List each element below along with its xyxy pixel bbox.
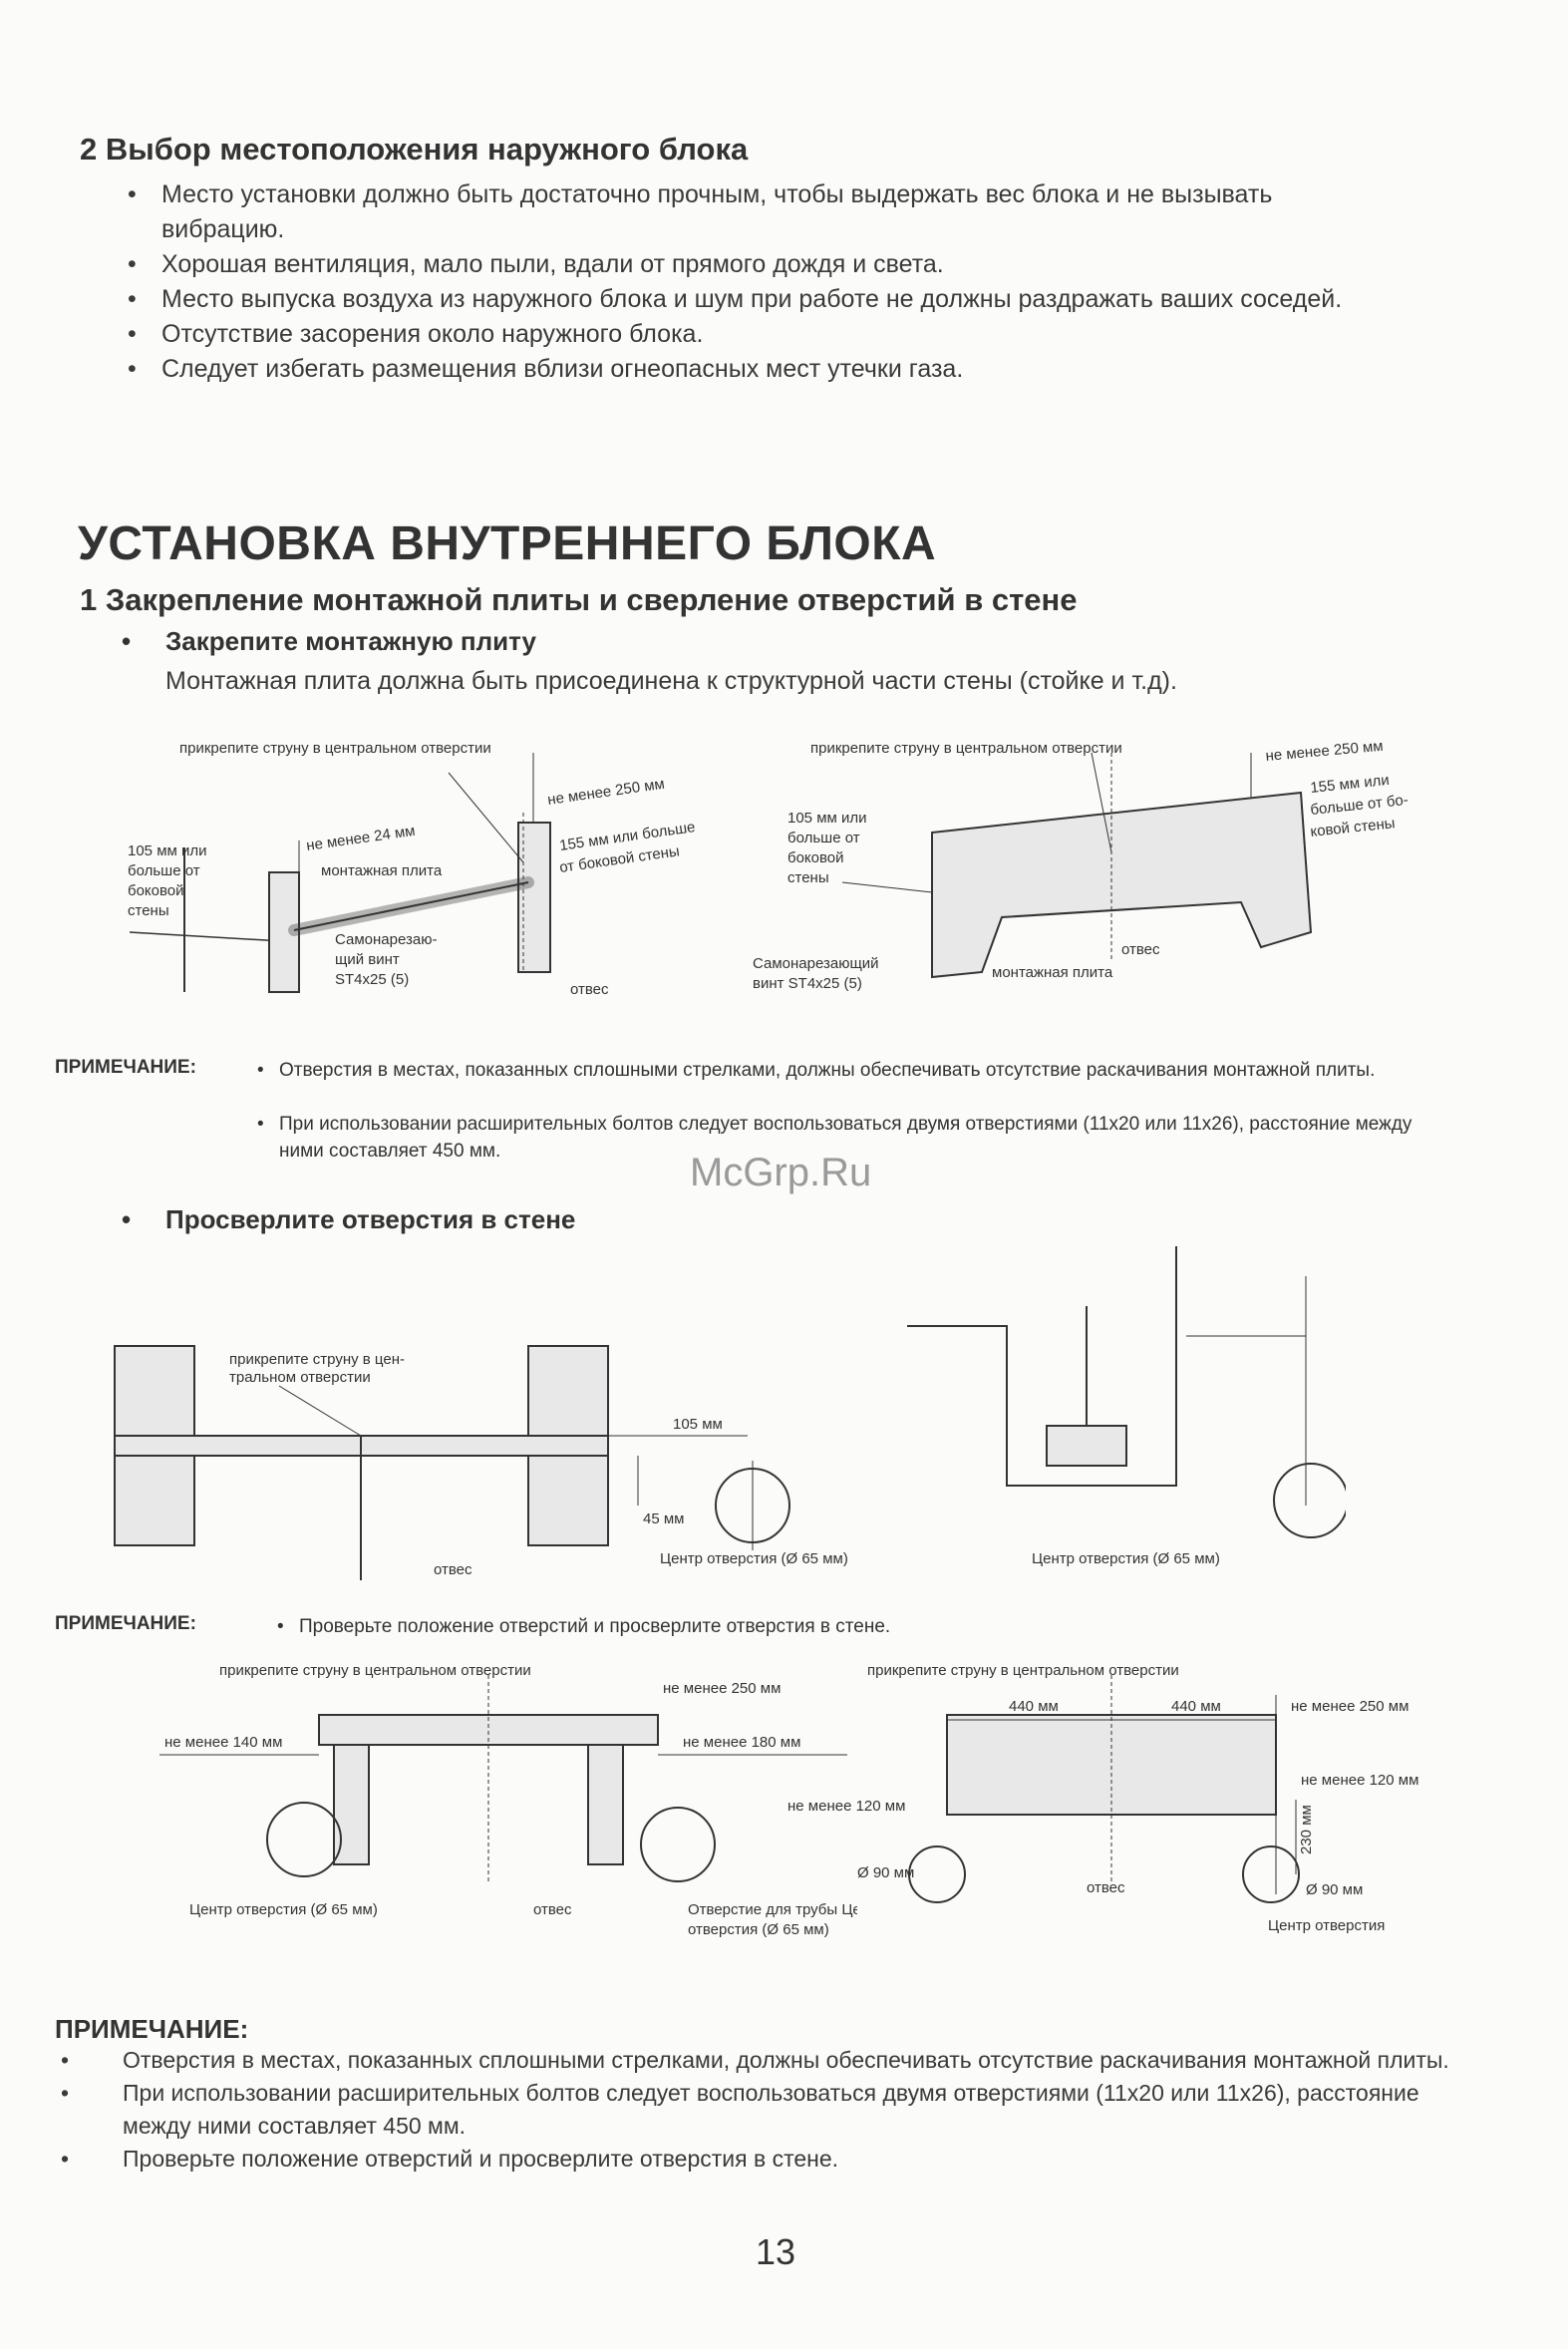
label-screw2: винт ST4x25 (5) — [753, 975, 862, 992]
note3-bullets: Отверстия в местах, показанных сплошными… — [55, 2044, 1470, 2176]
label-left1: 105 мм или — [128, 842, 207, 859]
label-440a: 440 мм — [1009, 1698, 1059, 1715]
label-plate: монтажная плита — [321, 862, 443, 879]
subheading-text: Просверлите отверстия в стене — [165, 1204, 576, 1234]
hole-circle-left — [266, 1802, 342, 1877]
list-item: Место установки должно быть достаточно п… — [122, 177, 1368, 247]
note-item-1: •Отверстия в местах, показанных сплошным… — [257, 1057, 1433, 1084]
list-item: При использовании расширительных болтов … — [55, 2077, 1438, 2143]
page-title: УСТАНОВКА ВНУТРЕННЕГО БЛОКА — [78, 517, 937, 570]
note-text: Отверстия в местах, показанных сплошными… — [279, 1060, 1376, 1081]
figure-plate-large: прикрепите струну в центральном отверсти… — [753, 738, 1410, 992]
label-right3: ковой стены — [1310, 815, 1397, 840]
label-top: не менее 250 мм — [546, 776, 666, 809]
label-center: Центр отверстия (Ø 65 мм) — [1032, 1550, 1220, 1567]
plate-front — [946, 1714, 1277, 1816]
label-plate: монтажная плита — [992, 964, 1113, 981]
note-heading: ПРИМЕЧАНИЕ: — [55, 2014, 249, 2044]
label-center: Центр отверстия (Ø 65 мм) — [660, 1550, 848, 1567]
label-230: 230 мм — [1298, 1805, 1315, 1854]
section-heading-plate: 1 Закрепление монтажной плиты и сверлени… — [80, 582, 1078, 617]
figure-drill-plate: прикрепите струну в цен- тральном отверс… — [114, 1345, 848, 1580]
label-screw3: ST4x25 (5) — [335, 971, 409, 988]
plate-left-leg — [333, 1744, 370, 1865]
outdoor-bullets: Место установки должно быть достаточно п… — [122, 177, 1417, 387]
label-string2: тральном отверстии — [229, 1369, 371, 1386]
hole-circle-right — [640, 1807, 716, 1882]
label-plumb: отвес — [434, 1561, 472, 1578]
label-string: прикрепите струну в центральном отверсти… — [219, 1662, 531, 1679]
label-left4: стены — [787, 869, 829, 886]
label-left4: стены — [128, 902, 169, 919]
label-left3: боковой — [128, 882, 184, 899]
note-label: ПРИМЕЧАНИЕ: — [55, 1613, 196, 1634]
plate-text: Монтажная плита должна быть присоединена… — [165, 667, 1177, 695]
subheading-fix-plate: •Закрепите монтажную плиту — [122, 626, 536, 656]
hole-circle-right — [1242, 1846, 1300, 1903]
label-top: не менее 250 мм — [663, 1680, 781, 1697]
figure-front-dimensions: прикрепите струну в центральном отверсти… — [787, 1662, 1418, 1934]
note-item: •Проверьте положение отверстий и просвер… — [277, 1616, 891, 1637]
label-screw2: щий винт — [335, 951, 400, 968]
label-plumb: отвес — [1121, 941, 1160, 958]
plate-body — [931, 791, 1313, 979]
label-right2: больше от бо- — [1310, 792, 1410, 819]
section-heading-outdoor: 2 Выбор местоположения наружного блока — [80, 132, 749, 167]
label-string: прикрепите струну в центральном отверсти… — [810, 740, 1122, 757]
label-plumb: отвес — [1087, 1879, 1125, 1896]
list-item: Место выпуска воздуха из наружного блока… — [122, 282, 1437, 317]
hole-circle — [1273, 1463, 1346, 1538]
label-screw1: Самонарезаю- — [335, 931, 437, 948]
label-top2: не менее 24 мм — [305, 823, 416, 854]
label-center: Центр отверстия — [1268, 1917, 1385, 1934]
label-right120: не менее 120 мм — [1301, 1772, 1418, 1789]
label-left2: больше от — [787, 830, 860, 846]
subheading-drill: •Просверлите отверстия в стене — [122, 1204, 576, 1234]
list-item: Следует избегать размещения вблизи огнео… — [122, 352, 1417, 387]
plate-right-leg — [587, 1744, 624, 1865]
label-string1: прикрепите струну в цен- — [229, 1351, 405, 1368]
label-top: не менее 250 мм — [1265, 738, 1384, 765]
list-item: Отверстия в местах, показанных сплошными… — [55, 2044, 1470, 2077]
label-string: прикрепите струну в центральном отверсти… — [179, 740, 491, 757]
label-center: Центр отверстия (Ø 65 мм) — [189, 1901, 378, 1918]
list-item: Проверьте положение отверстий и просверл… — [55, 2143, 1470, 2176]
label-right: не менее 180 мм — [683, 1734, 800, 1751]
label-left120: не менее 120 мм — [787, 1798, 905, 1815]
label-top: не менее 250 мм — [1291, 1698, 1409, 1715]
list-item: Хорошая вентиляция, мало пыли, вдали от … — [122, 247, 1417, 282]
plate-bracket-left — [268, 871, 300, 993]
label-string: прикрепите струну в центральном отверсти… — [867, 1662, 1179, 1679]
label-440b: 440 мм — [1171, 1698, 1221, 1715]
note-label: ПРИМЕЧАНИЕ: — [55, 1057, 196, 1078]
figure-side-dimensions: прикрепите струну в центральном отверсти… — [159, 1662, 857, 1938]
label-right1: 155 мм или — [1310, 772, 1391, 797]
label-90r: Ø 90 мм — [1306, 1881, 1363, 1898]
figure-plate-small: прикрепите струну в центральном отверсти… — [128, 740, 696, 998]
figure-drill-unit: Центр отверстия (Ø 65 мм) — [907, 1246, 1346, 1567]
label-105: 105 мм — [673, 1416, 723, 1433]
label-screw1: Самонарезающий — [753, 955, 879, 972]
label-pipe1: Отверстие для трубы Центр — [688, 1901, 857, 1918]
list-item: Отсутствие засорения около наружного бло… — [122, 317, 1417, 352]
label-plumb: отвес — [570, 981, 609, 998]
label-plumb: отвес — [533, 1901, 572, 1918]
subheading-text: Закрепите монтажную плиту — [165, 626, 536, 656]
note-item-2: •При использовании расширительных болтов… — [257, 1111, 1433, 1165]
watermark: McGrp.Ru — [690, 1151, 872, 1194]
label-left2: больше от — [128, 862, 200, 879]
label-left3: боковой — [787, 849, 844, 866]
label-pipe2: отверстия (Ø 65 мм) — [688, 1921, 829, 1938]
hole-circle-left — [908, 1846, 966, 1903]
label-45: 45 мм — [643, 1510, 684, 1527]
note-text: Проверьте положение отверстий и просверл… — [299, 1616, 891, 1637]
label-90l: Ø 90 мм — [857, 1864, 914, 1881]
label-left1: 105 мм или — [787, 810, 867, 827]
note-text: При использовании расширительных болтов … — [279, 1114, 1412, 1162]
page-number: 13 — [756, 2231, 796, 2272]
label-left: не менее 140 мм — [164, 1734, 282, 1751]
